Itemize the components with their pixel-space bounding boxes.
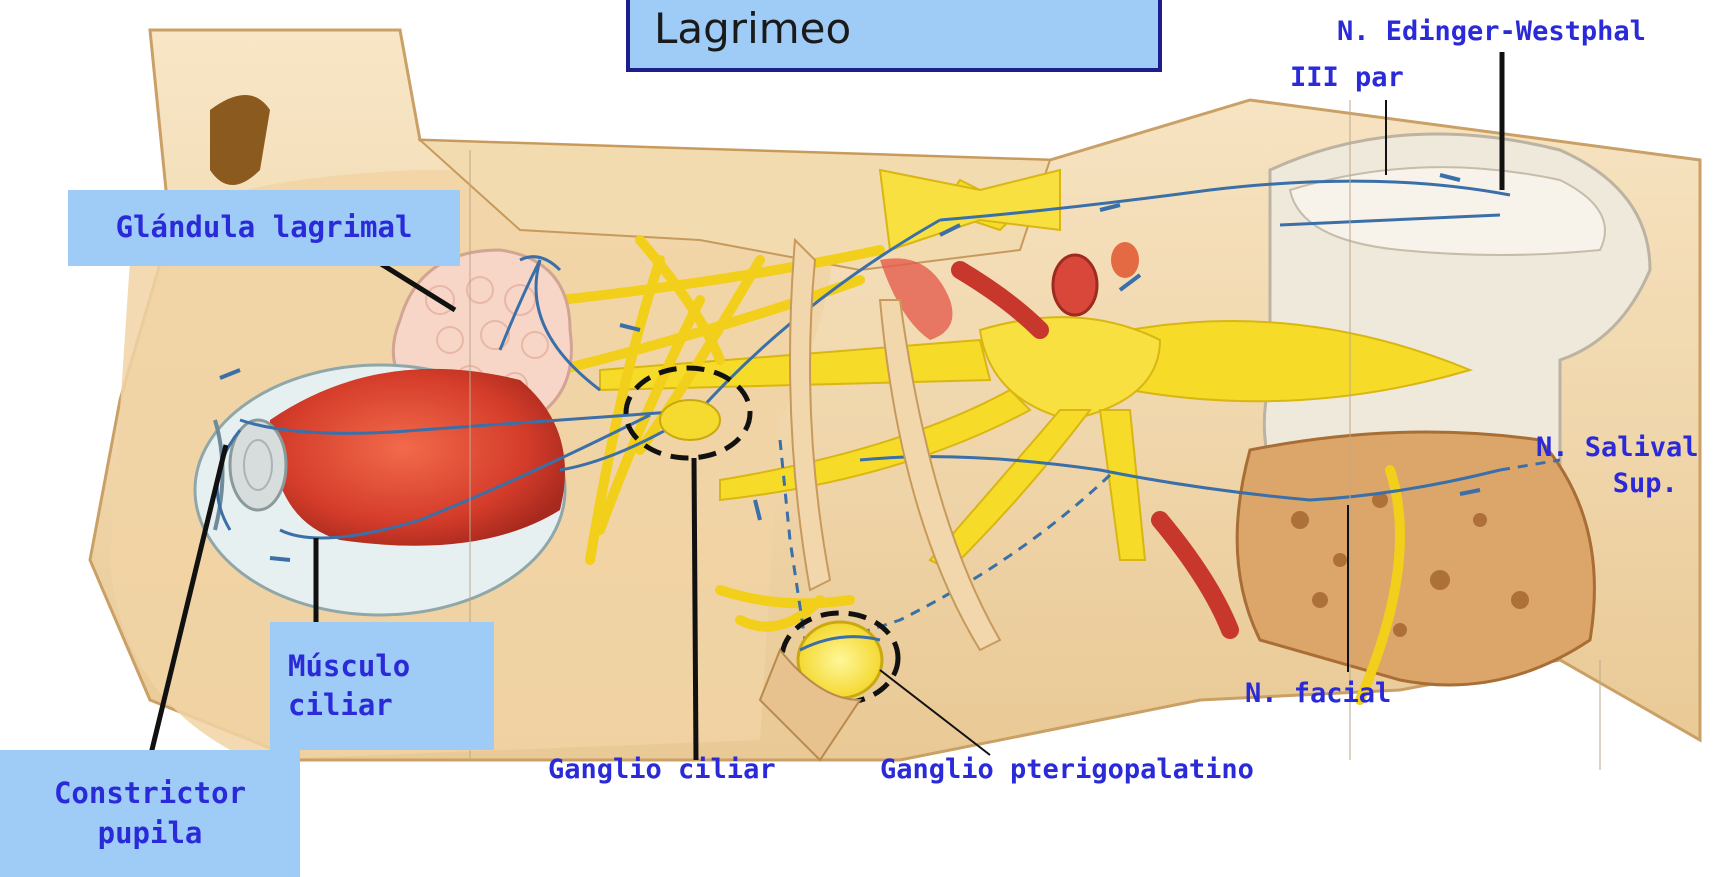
label-ganglio-pterigopalatino: Ganglio pterigopalatino <box>880 752 1254 788</box>
label-n-facial: N. facial <box>1245 676 1391 712</box>
ciliary-ganglion <box>660 400 720 440</box>
leader-ganglio-ciliar <box>694 458 696 760</box>
label-glandula-lagrimal: Glándula lagrimal <box>68 190 460 266</box>
page-title: Lagrimeo <box>654 4 851 53</box>
label-n-edinger-westphal: N. Edinger-Westphal <box>1337 14 1646 50</box>
label-n-salival: N. Salival Sup. <box>1536 430 1699 503</box>
title-box: Lagrimeo <box>626 0 1162 72</box>
label-constrictor-pupila: Constrictor pupila <box>0 750 300 877</box>
label-iii-par: III par <box>1290 60 1404 96</box>
label-ganglio-ciliar: Ganglio ciliar <box>548 752 776 788</box>
label-musculo-ciliar: Músculo ciliar <box>270 622 494 750</box>
artery-section <box>1053 255 1097 315</box>
